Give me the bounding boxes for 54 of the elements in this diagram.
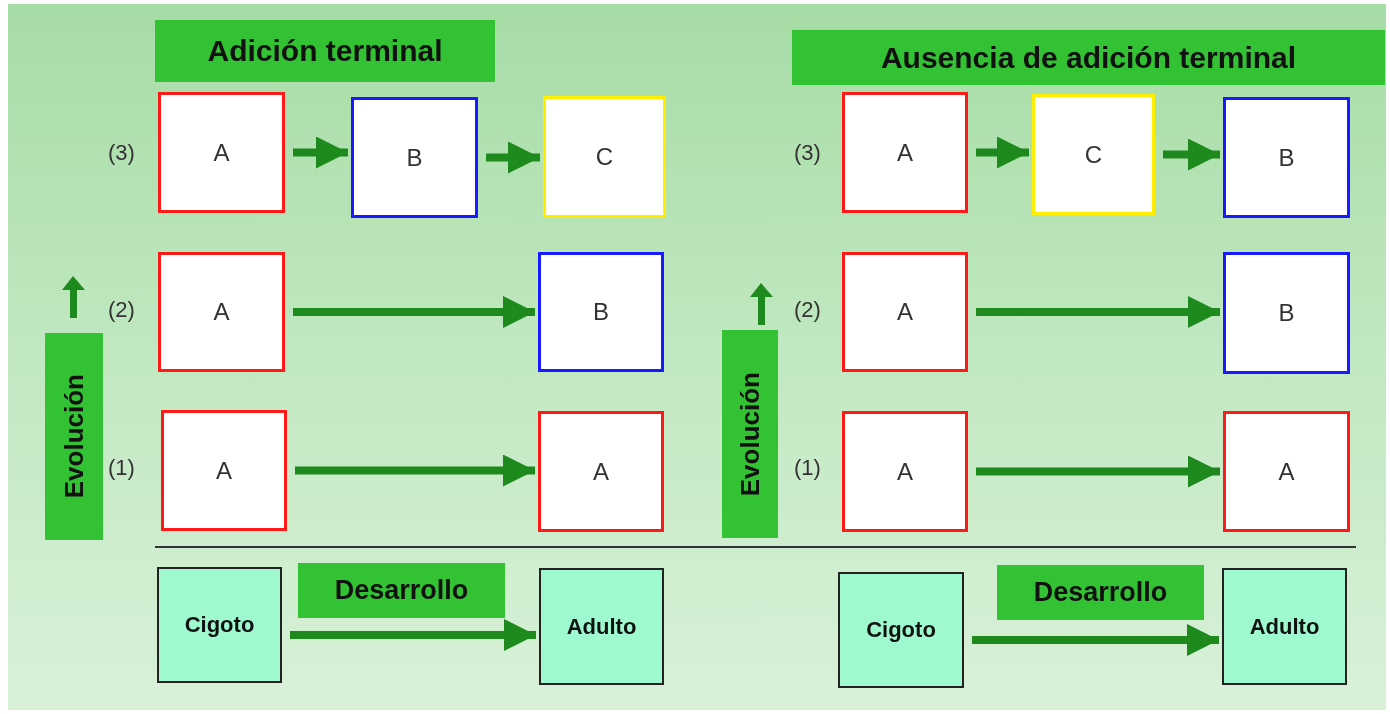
row-number: (3) bbox=[108, 140, 135, 166]
letter-box bbox=[538, 252, 664, 372]
box-letter: B bbox=[1278, 143, 1295, 172]
letter-box bbox=[842, 252, 968, 372]
banner-text: Evolución bbox=[58, 374, 90, 499]
letter-box bbox=[351, 97, 478, 218]
box-letter: A bbox=[593, 457, 609, 486]
process-banner bbox=[997, 565, 1204, 620]
box-letter: B bbox=[1278, 299, 1295, 327]
letter-box bbox=[842, 92, 968, 213]
banner-text: Evolución bbox=[734, 371, 766, 497]
banner-text: Desarrollo bbox=[334, 575, 469, 606]
axis-banner bbox=[722, 330, 778, 538]
box-letter: B bbox=[593, 298, 609, 326]
title-banner bbox=[792, 30, 1385, 85]
box-letter: A bbox=[213, 138, 230, 167]
box-letter: C bbox=[1084, 140, 1103, 169]
box-letter: A bbox=[213, 298, 230, 326]
box-letter: A bbox=[1278, 457, 1295, 486]
banner-text: Desarrollo bbox=[1033, 577, 1168, 608]
row-number: (3) bbox=[794, 140, 821, 166]
row-number: (2) bbox=[794, 297, 821, 323]
stage-box bbox=[1222, 568, 1347, 685]
letter-box bbox=[158, 92, 285, 213]
letter-box bbox=[842, 411, 968, 532]
box-letter: A bbox=[897, 298, 913, 326]
banner-text: Ausencia de adición terminal bbox=[880, 40, 1297, 75]
stage-box bbox=[157, 567, 282, 683]
banner-text: Cigoto bbox=[184, 612, 255, 638]
banner-text: Cigoto bbox=[866, 617, 936, 643]
box-letter: A bbox=[216, 456, 232, 485]
row-number: (1) bbox=[794, 455, 821, 481]
stage-box bbox=[838, 572, 964, 688]
process-banner bbox=[298, 563, 505, 618]
axis-banner bbox=[45, 333, 103, 540]
box-letter: C bbox=[595, 143, 614, 171]
letter-box bbox=[1223, 252, 1350, 374]
banner-text: Adición terminal bbox=[207, 34, 443, 68]
letter-box bbox=[1032, 94, 1155, 215]
title-banner bbox=[155, 20, 495, 82]
letter-box bbox=[1223, 411, 1350, 532]
letter-box bbox=[158, 252, 285, 372]
row-number: (1) bbox=[108, 455, 135, 481]
letter-box bbox=[1223, 97, 1350, 218]
banner-text: Adulto bbox=[566, 613, 637, 640]
letter-box bbox=[543, 96, 666, 218]
box-letter: A bbox=[897, 138, 913, 167]
letter-box bbox=[161, 410, 287, 531]
letter-box bbox=[538, 411, 664, 532]
banner-text: Adulto bbox=[1249, 613, 1320, 640]
stage-box bbox=[539, 568, 664, 685]
row-number: (2) bbox=[108, 297, 135, 323]
box-letter: A bbox=[897, 457, 913, 486]
box-letter: B bbox=[406, 143, 423, 172]
